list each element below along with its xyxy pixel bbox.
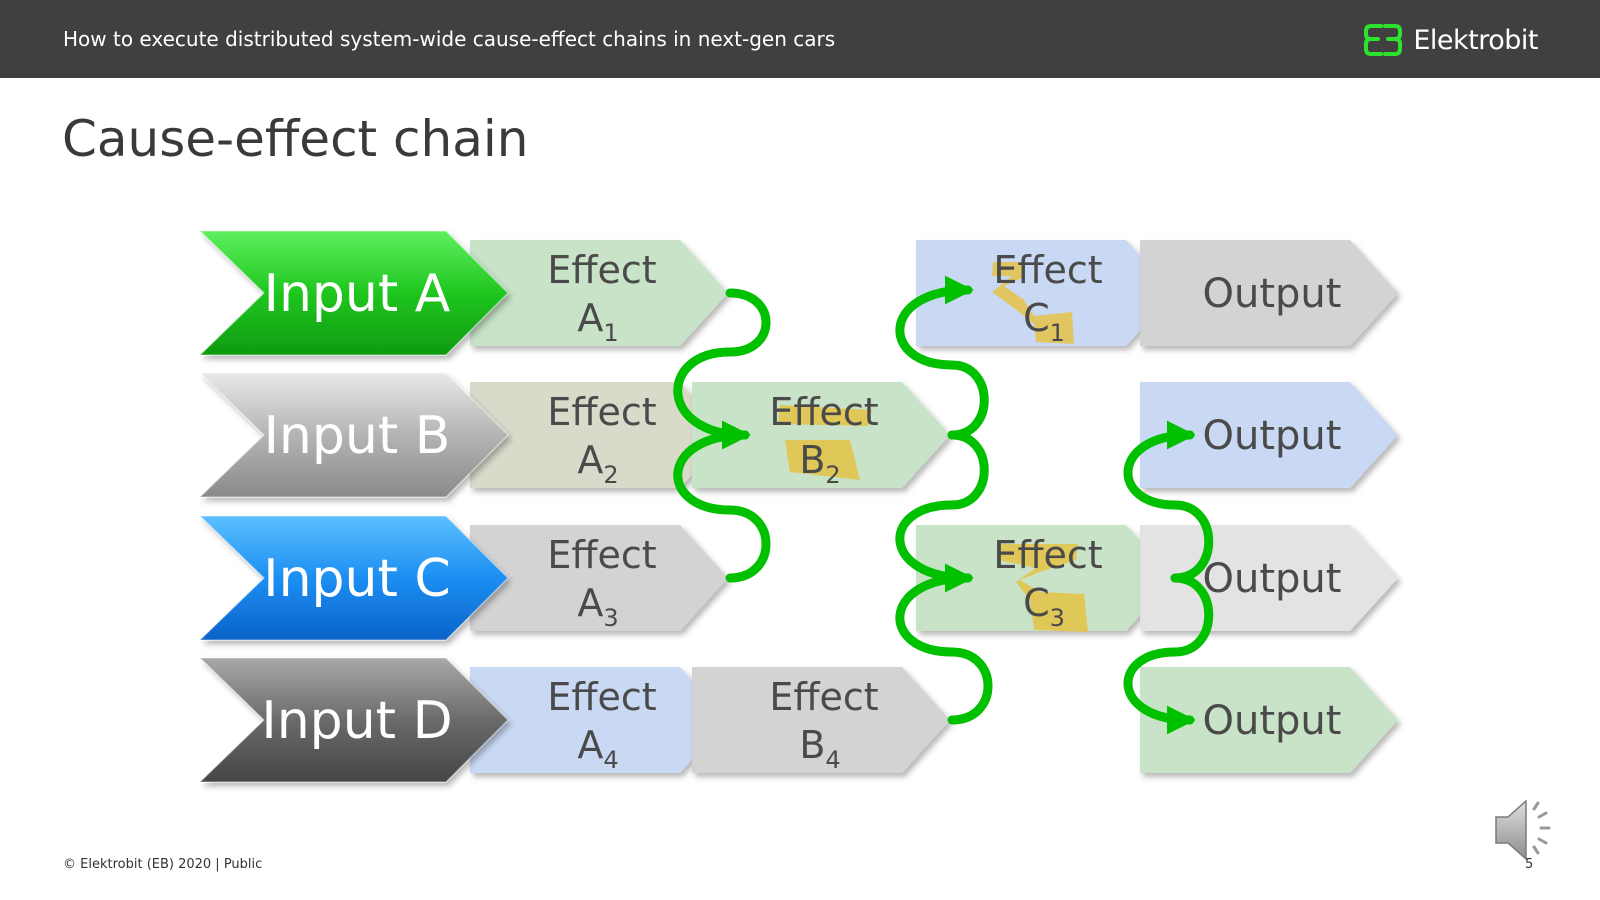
effect-word: Effect	[993, 248, 1102, 292]
speaker-icon[interactable]	[1490, 795, 1570, 865]
eb-logo-icon	[1364, 24, 1403, 56]
page-number: 5	[1525, 857, 1534, 872]
effect-id: C1	[1023, 296, 1065, 347]
header-bar: How to execute distributed system-wide c…	[0, 0, 1600, 78]
effect-word: Effect	[769, 390, 878, 434]
effect-id: C3	[1023, 581, 1065, 632]
output-label: Output	[1203, 698, 1342, 744]
effect-id: B4	[799, 723, 840, 774]
highlight-scribble	[785, 440, 860, 480]
effect-word: Effect	[547, 675, 656, 719]
green-connector	[673, 288, 771, 450]
input-label: Input A	[264, 264, 451, 324]
input-c	[198, 515, 510, 641]
effect-id: A1	[577, 296, 618, 347]
effect-word: Effect	[769, 675, 878, 719]
output-label: Output	[1203, 413, 1342, 459]
effect-c3	[916, 525, 1174, 632]
effect-id: B2	[799, 438, 840, 489]
slide-title: Cause-effect chain	[62, 110, 529, 168]
effect-c1	[916, 240, 1174, 346]
green-connector	[1123, 573, 1214, 735]
input-label: Input D	[261, 691, 452, 751]
green-connector	[1123, 420, 1214, 583]
effect-id: A4	[577, 723, 618, 774]
green-connector	[895, 430, 989, 593]
highlight-scribble	[778, 405, 872, 426]
effect-id: A3	[577, 581, 618, 632]
effect-word: Effect	[993, 533, 1102, 577]
effect-id: A2	[577, 438, 618, 489]
effect-a3	[470, 525, 728, 631]
output-label: Output	[1203, 556, 1342, 602]
effect-word: Effect	[547, 248, 656, 292]
input-d	[198, 657, 510, 783]
presentation-title: How to execute distributed system-wide c…	[63, 27, 836, 51]
effect-a2	[470, 382, 728, 488]
effect-a4	[470, 667, 728, 773]
effect-word: Effect	[547, 533, 656, 577]
output-chevron	[1140, 382, 1398, 488]
effect-a1	[470, 240, 728, 346]
green-connector	[895, 563, 993, 725]
green-connector	[895, 275, 989, 440]
output-label: Output	[1203, 271, 1342, 317]
effect-b2	[692, 382, 950, 488]
logo-text: Elektrobit	[1413, 24, 1538, 56]
effect-b4	[692, 667, 950, 773]
input-a	[198, 230, 510, 356]
elektrobit-logo: Elektrobit	[1363, 20, 1538, 60]
effect-word: Effect	[547, 390, 656, 434]
output-chevron	[1140, 667, 1398, 773]
footer-copyright: © Elektrobit (EB) 2020 | Public	[63, 857, 263, 872]
input-b	[198, 372, 510, 498]
input-label: Input C	[263, 549, 450, 609]
highlight-scribble	[998, 544, 1088, 632]
output-chevron	[1140, 240, 1398, 346]
green-connector	[673, 420, 771, 583]
highlight-scribble	[992, 262, 1074, 344]
input-label: Input B	[264, 406, 451, 466]
